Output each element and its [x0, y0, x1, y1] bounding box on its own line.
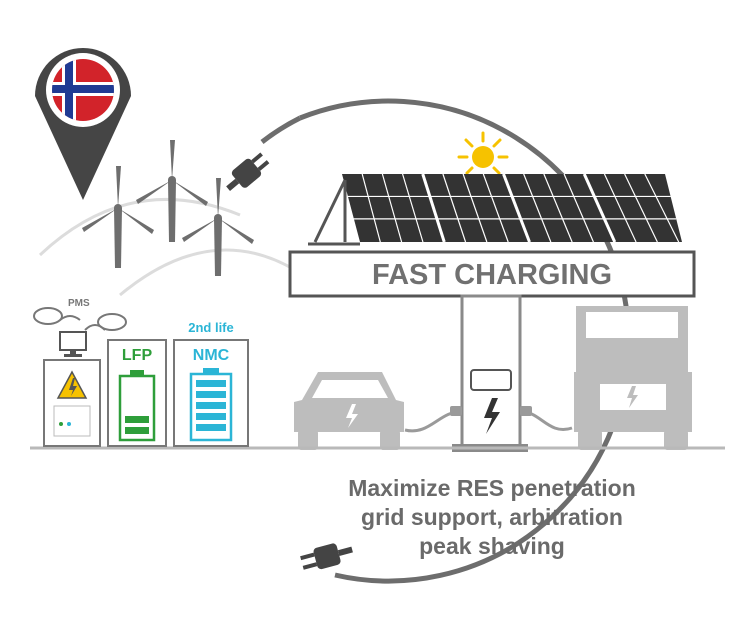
- car-icon: [294, 372, 404, 450]
- caption-line-1: Maximize RES penetration: [348, 475, 636, 501]
- hill-right: [119, 248, 296, 297]
- cloud-icon: [33, 307, 127, 331]
- hill-left: [38, 198, 241, 257]
- second-life-label: 2nd life: [188, 320, 234, 335]
- location-pin-icon: [35, 48, 131, 200]
- charging-post: [452, 294, 528, 452]
- plug-icon-top: [226, 152, 270, 192]
- caption-line-3: peak shaving: [419, 533, 565, 559]
- nmc-label: NMC: [193, 347, 230, 364]
- wind-turbine-icon: [182, 178, 254, 276]
- solar-panel-icon: [308, 173, 682, 246]
- boundary-arc-top-left: [260, 115, 302, 144]
- fast-charging-sign: FAST CHARGING: [288, 250, 696, 298]
- lfp-label: LFP: [122, 347, 153, 364]
- lightning-icon: [484, 398, 500, 434]
- computer-icon: [59, 331, 87, 357]
- truck-icon: [574, 306, 692, 450]
- norway-flag-icon: [52, 59, 114, 121]
- station-title: FAST CHARGING: [372, 259, 612, 291]
- nmc-battery: 2nd life NMC: [173, 320, 249, 447]
- plug-icon-bottom: [300, 543, 353, 570]
- caption-line-2: grid support, arbitration: [361, 504, 623, 530]
- pms-label: PMS: [68, 298, 90, 309]
- wind-turbine-icon: [82, 166, 154, 268]
- grid-cabinet: [43, 359, 101, 447]
- wind-turbine-icon: [136, 140, 208, 242]
- sun-icon: [457, 131, 509, 175]
- lfp-battery: LFP: [107, 339, 167, 447]
